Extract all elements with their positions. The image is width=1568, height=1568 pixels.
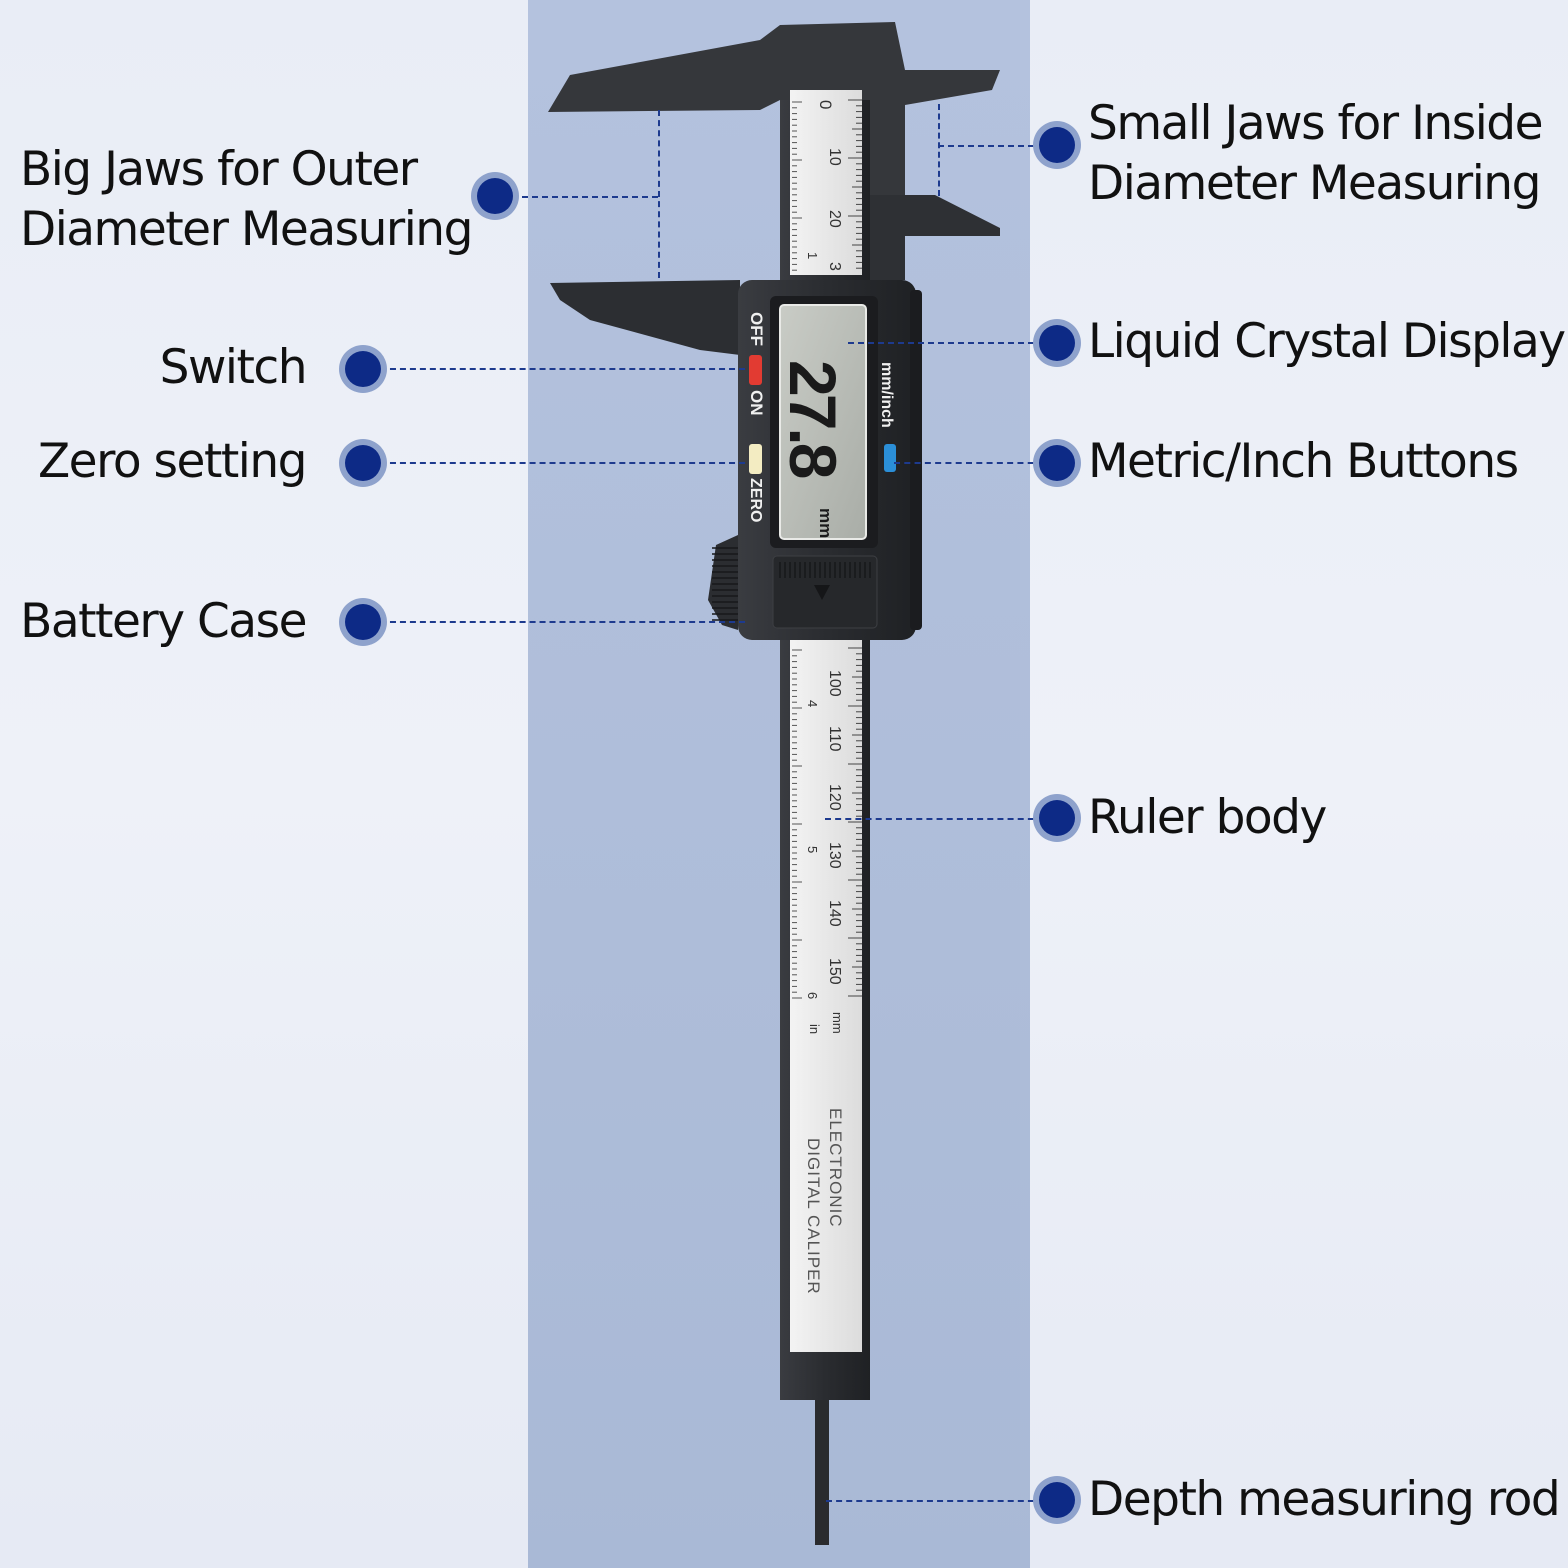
scale-unit-in: in (807, 1024, 822, 1034)
small-jaw-bracket (938, 104, 940, 196)
scale-unit-mm: mm (830, 1012, 845, 1034)
background-band (528, 0, 1030, 1568)
scale-bot-150: 150 (826, 958, 843, 985)
scale-bot-100: 100 (826, 670, 843, 697)
slider-inside-jaw (870, 195, 1000, 280)
switch-button (749, 355, 762, 385)
btn-on-label: ON (747, 390, 766, 416)
label-metric-inch: Metric/Inch Buttons (1088, 434, 1519, 489)
label-lcd: Liquid Crystal Display (1088, 314, 1566, 369)
dot-switch (345, 351, 381, 387)
label-small-jaws: Small Jaws for Inside Diameter Measuring (1088, 94, 1544, 214)
dot-ruler (1039, 800, 1075, 836)
lcd-screen (779, 304, 867, 540)
scale-bot-110: 110 (826, 726, 843, 752)
label-big-jaws-line2: Diameter Measuring (20, 202, 473, 257)
scale-bot-120: 120 (826, 784, 843, 811)
big-jaw-bracket (658, 110, 660, 278)
label-battery-case: Battery Case (20, 594, 307, 649)
leader-small-jaws (938, 145, 1044, 147)
label-switch: Switch (159, 340, 308, 395)
scale-bot-130: 130 (826, 842, 843, 869)
thumb-wheel-ridges (712, 547, 738, 621)
leader-metric (894, 462, 1044, 464)
dot-metric (1039, 445, 1075, 481)
leader-ruler (825, 818, 1044, 820)
dot-zero (345, 445, 381, 481)
leader-zero (380, 462, 745, 464)
label-depth-rod: Depth measuring rod (1088, 1472, 1561, 1527)
lcd-unit: mm (816, 508, 835, 538)
leader-big-jaws (512, 196, 658, 198)
leader-lcd (848, 342, 1044, 344)
battery-cover-ridges (779, 562, 871, 578)
btn-off-label: OFF (747, 312, 766, 346)
slider-outer-jaw (550, 280, 740, 355)
leader-switch (380, 368, 745, 370)
battery-arrow-icon (814, 585, 830, 600)
ruler-ticks-top (792, 99, 862, 271)
label-ruler-body: Ruler body (1088, 790, 1327, 845)
btn-mm-inch-label: mm/inch (878, 362, 895, 428)
mm-inch-button (884, 444, 896, 472)
dot-battery (345, 604, 381, 640)
scale-top-10: 10 (826, 148, 843, 166)
label-big-jaws-line1: Big Jaws for Outer (20, 142, 418, 197)
scale-top-0: 0 (816, 100, 835, 109)
label-small-jaws-line2: Diameter Measuring (1088, 156, 1541, 211)
label-small-jaws-line1: Small Jaws for Inside (1088, 96, 1544, 151)
dot-big-jaws (477, 178, 513, 214)
brand-line2: DIGITAL CALIPER (804, 1138, 823, 1295)
btn-zero-label: ZERO (747, 478, 764, 522)
depth-rod (815, 1395, 829, 1545)
scale-inch-4: 4 (805, 700, 820, 707)
fixed-upper-jaw (548, 22, 1000, 275)
label-big-jaws: Big Jaws for Outer Diameter Measuring (20, 140, 473, 260)
scale-inch-5: 5 (805, 846, 820, 853)
lcd-reading: 27.8 (776, 360, 850, 478)
thumb-wheel (708, 535, 738, 630)
dot-lcd (1039, 325, 1075, 361)
scale-top-3: 3 (826, 262, 843, 271)
scale-inch-1: 1 (805, 252, 820, 259)
scale-top-20: 20 (826, 210, 843, 228)
slider-rail (910, 290, 922, 630)
brand-line1: ELECTRONIC (826, 1108, 845, 1228)
leader-battery (380, 621, 745, 623)
ruler-strip (790, 90, 862, 275)
dot-depth (1039, 1482, 1075, 1518)
scale-inch-6: 6 (805, 992, 820, 999)
zero-button (749, 444, 762, 474)
ruler-ticks-bottom (792, 647, 862, 999)
scale-bot-140: 140 (826, 900, 843, 927)
label-zero-setting: Zero setting (37, 434, 308, 489)
leader-depth (826, 1500, 1044, 1502)
dot-small-jaws (1039, 127, 1075, 163)
